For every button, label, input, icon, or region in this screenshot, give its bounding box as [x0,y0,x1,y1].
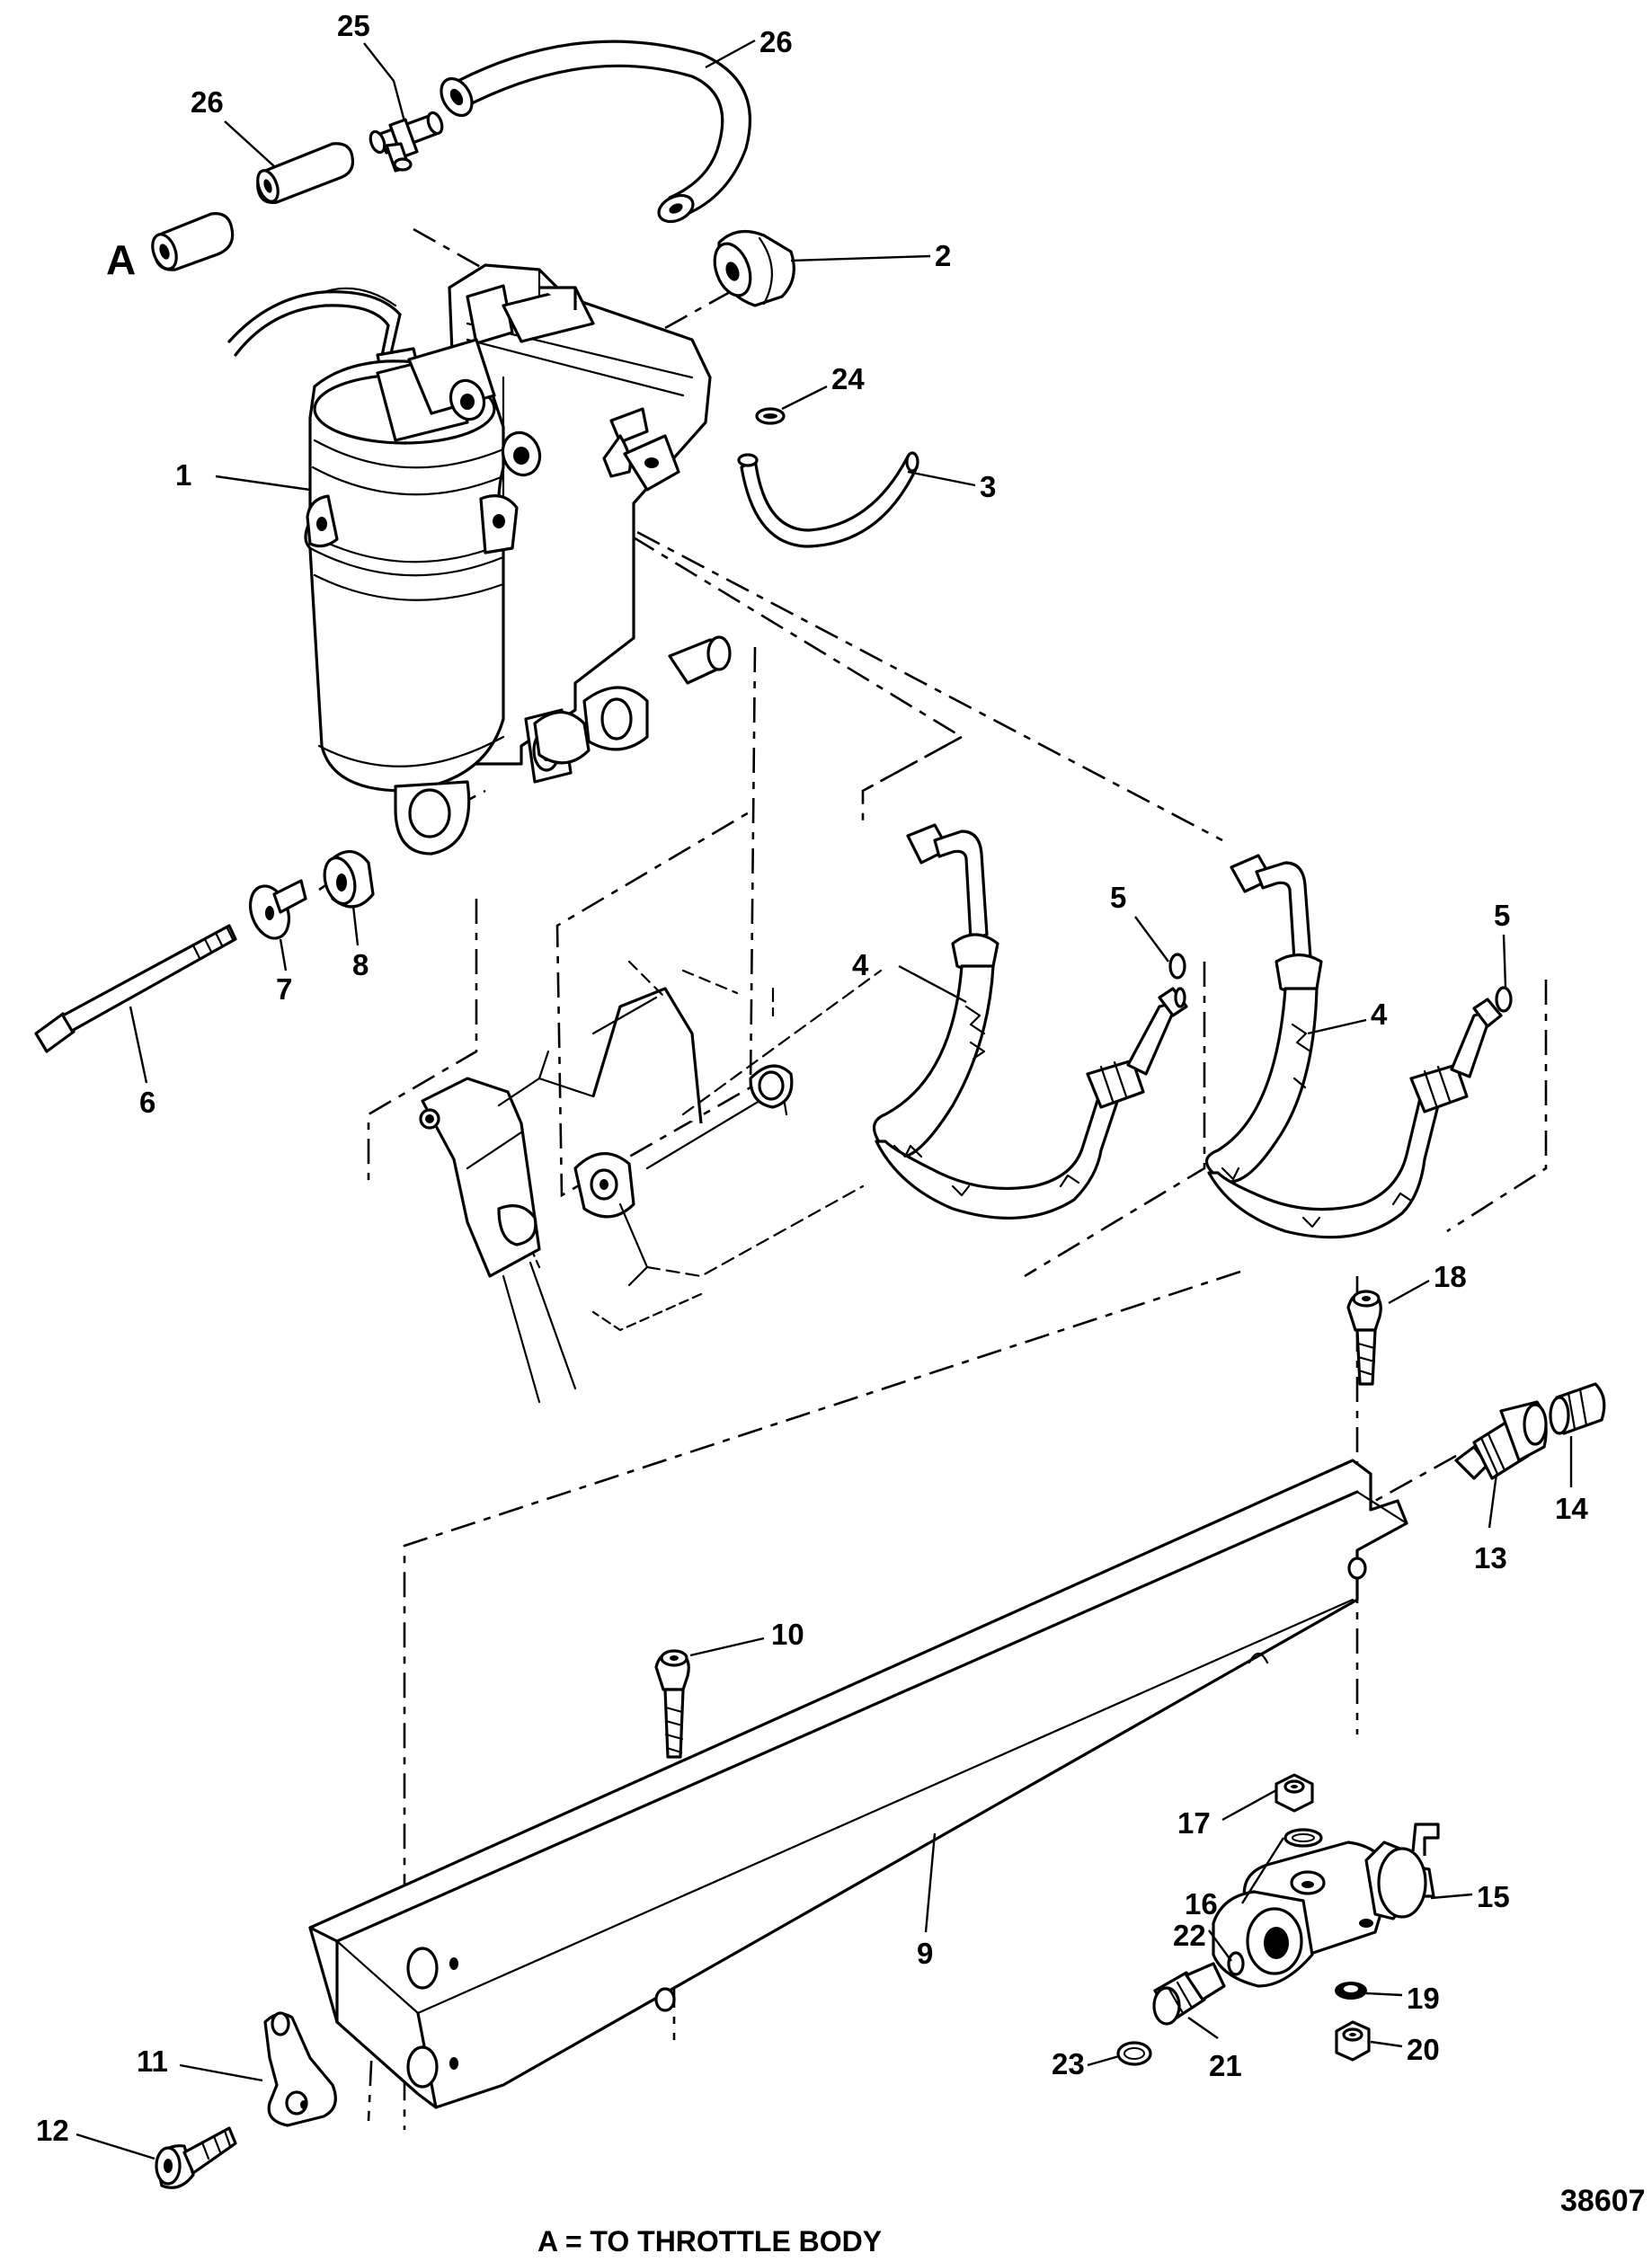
leader-lines [75,39,1573,2160]
screw-18 [1346,1290,1382,1386]
o-ring-5-right [1495,986,1513,1013]
fuel-line-4-left [872,823,1188,1220]
test-fitting-13 [1454,1400,1548,1480]
callout-4: 4 [1371,998,1388,1031]
nut-17 [1275,1773,1314,1813]
callout-5: 5 [1494,899,1510,932]
callout-26: 25 [337,9,370,42]
o-ring-22 [1227,1951,1245,1976]
grommet-8 [323,849,375,909]
long-bolt-6 [34,924,237,1053]
callout-22: 22 [1173,1919,1206,1952]
short-hose-left [151,212,235,271]
callout-24: 24 [831,362,865,395]
callout-7: 7 [276,972,292,1006]
small-hose-3 [737,451,919,548]
washer-7 [248,879,307,940]
long-curved-hose [440,40,751,224]
callout-14: 14 [1555,1492,1588,1525]
callout-1: 1 [175,458,191,492]
callout-16: 16 [1185,1887,1218,1920]
callout-10: 10 [771,1618,804,1651]
screw-12 [155,2126,237,2189]
short-hose-middle [256,142,355,205]
retaining-clip-11 [263,2011,337,2127]
o-ring-23 [1116,2041,1152,2066]
callout-17: 17 [1177,1806,1211,1840]
callout-19: 19 [1407,1982,1440,2015]
fuel-rail-9 [308,1459,1408,2109]
grommet-mid [533,711,591,765]
callout-13: 13 [1474,1541,1507,1575]
callout-6: 6 [139,1086,155,1119]
view-label-a: A [106,236,136,283]
o-ring-5-left [1168,953,1186,980]
callout-12: 12 [36,2114,69,2147]
grommet-2 [713,229,795,307]
tee-fitting [369,111,444,173]
callout-18: 18 [1434,1260,1467,1293]
fitting-21 [1152,1962,1226,2026]
callout-11: 11 [137,2045,168,2078]
fuel-module-assembly [227,263,732,856]
fuel-line-4-right [1204,854,1503,1239]
callout-labels: 25 26 26 2 24 1 3 5 5 4 4 7 8 6 18 13 14… [36,9,1588,2147]
callout-3: 3 [980,470,996,503]
callout-21: 21 [1209,2049,1242,2082]
callout-9: 9 [917,1937,933,1970]
callout-26: 26 [191,85,224,119]
callout-2: 2 [935,239,951,272]
nut-20 [1335,2020,1371,2062]
callout-5: 5 [1110,881,1126,914]
washer-19 [1335,1982,1367,2000]
callout-23: 23 [1052,2047,1085,2080]
callout-15: 15 [1477,1880,1510,1913]
callout-26: 26 [759,25,793,58]
figure-number: 38607 [1560,2184,1646,2218]
vent-hose-assembly [151,40,751,271]
callout-20: 20 [1407,2033,1440,2066]
screw-10 [654,1649,690,1759]
callout-4: 4 [852,948,869,981]
cap-14 [1549,1382,1606,1435]
pressure-regulator-15 [1212,1823,1440,1988]
hose-clamp-24 [755,407,786,425]
diagram-caption: A = TO THROTTLE BODY [537,2225,882,2258]
engine-mount-bracket [419,960,883,1404]
o-ring-16 [1283,1828,1323,1848]
callout-8: 8 [352,948,369,981]
